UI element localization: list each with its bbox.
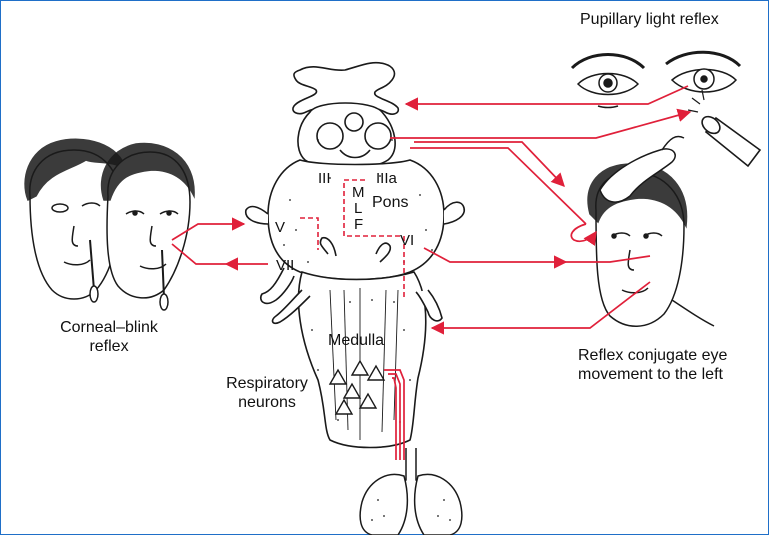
respiratory-label-line2: neurons — [212, 393, 322, 412]
nerve-VII-label: VII — [276, 256, 294, 275]
nerve-III-label: III — [318, 169, 331, 188]
corneal-blink-label-line2: reflex — [44, 337, 174, 356]
eyes-illustration — [572, 52, 740, 107]
conjugate-label-line2: movement to the left — [578, 365, 727, 384]
pupillary-reflex-label: Pupillary light reflex — [580, 10, 719, 29]
nerve-IIIa-label: IIIa — [376, 169, 397, 188]
lungs-illustration — [360, 448, 462, 535]
aqueduct — [345, 113, 363, 131]
head-illustration — [588, 137, 714, 327]
mlf-F-label: F — [354, 215, 363, 234]
colliculus-right — [365, 123, 391, 149]
faces-illustration — [25, 139, 194, 310]
respiratory-label-line1: Respiratory — [212, 374, 322, 393]
conjugate-label-line1: Reflex conjugate eye — [578, 346, 727, 365]
medulla-label: Medulla — [328, 331, 384, 350]
medulla-body — [299, 272, 426, 448]
respiratory-neurons-label: Respiratory neurons — [212, 374, 322, 412]
penlight-icon — [688, 90, 760, 166]
corneal-blink-label-line1: Corneal–blink — [44, 318, 174, 337]
conjugate-eye-label: Reflex conjugate eye movement to the lef… — [578, 346, 727, 384]
pons-label: Pons — [372, 193, 408, 212]
abducens-pathway — [424, 248, 566, 262]
corneal-blink-label: Corneal–blink reflex — [44, 318, 174, 356]
colliculus-left — [317, 123, 343, 149]
pupillary-efferent — [390, 112, 690, 138]
nerve-V-label: V — [275, 218, 285, 237]
pupillary-afferent — [406, 86, 688, 104]
nerve-VI-label: VI — [400, 231, 414, 250]
